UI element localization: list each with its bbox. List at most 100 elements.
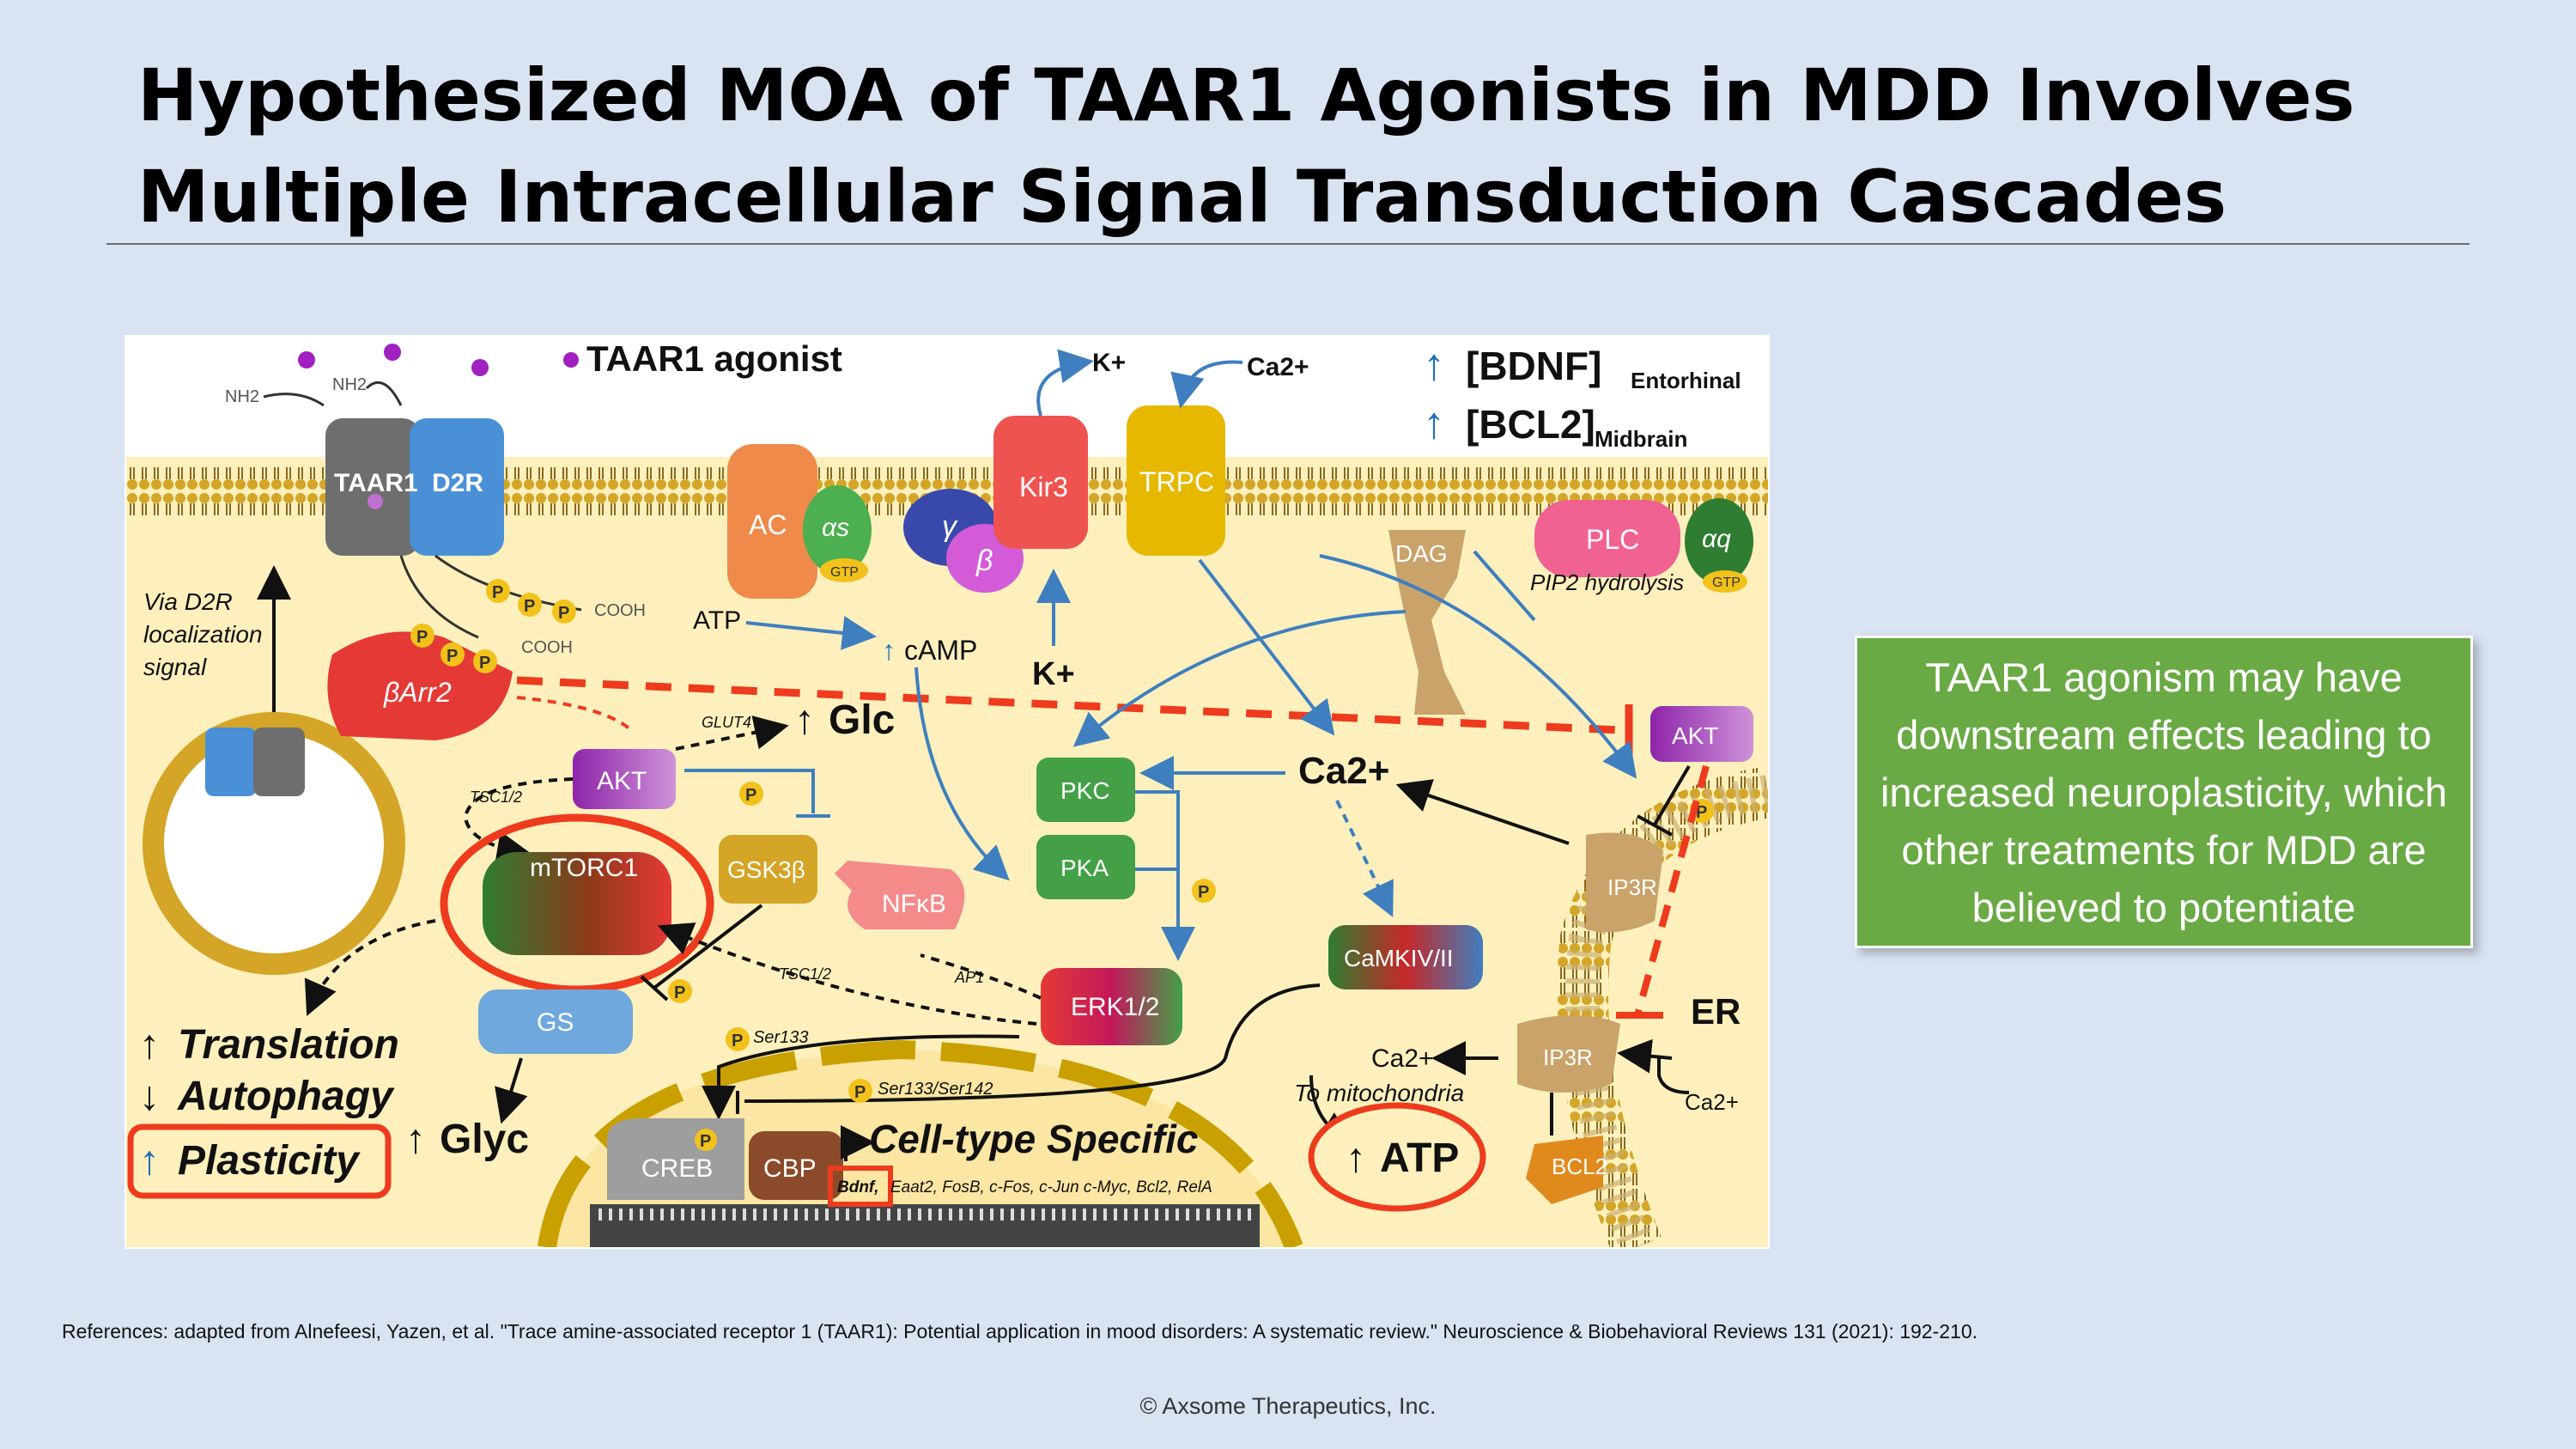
trpc-ca-arrow [1198,558,1335,736]
k-efflux-arrow [1036,349,1094,417]
bcl2-level: [BCL2] [1466,402,1595,447]
via-d2r-line-3: signal [143,654,207,680]
moa-diagram: TAAR1 agonist ↑ [BDNF] Entorhinal ↑ [BCL… [125,335,1770,1249]
creb-p: P [700,1132,711,1151]
dag-molecule [1388,530,1466,715]
beta-label: β [975,545,993,577]
plasticity-highlight [127,1123,392,1199]
atp-label: ATP [1380,1135,1459,1181]
k-plus-middle: K+ [1032,656,1075,692]
svg-text:P: P [479,654,490,673]
camp-up-arrow: ↑ [882,635,896,666]
svg-text:P: P [558,604,569,623]
cbp-label: CBP [763,1154,817,1183]
glut4-arrow [675,715,789,751]
bdnf-gene-highlight [828,1166,893,1207]
glut4-label: GLUT4 [702,714,751,731]
bound-agonist [368,494,383,509]
gsk3b [719,835,817,904]
er-ca-in-link [1657,1058,1690,1094]
references: References: adapted from Alnefeesi, Yaze… [62,1320,1978,1342]
bdnf-region: Entorhinal [1631,368,1741,393]
atp-highlight [1308,1102,1486,1212]
autophagy-label: Autophagy [177,1074,395,1119]
glyc-up-arrow: ↑ [405,1117,426,1162]
camp-pka-arrow [914,667,1010,881]
via-d2r-line-1: Via D2R [143,588,233,615]
g-alpha-q [1685,498,1753,584]
plc-dag-link [1473,550,1536,622]
glc-up-arrow: ↑ [794,697,815,743]
alpha-s-label: αs [822,514,849,542]
ser133-p: P [732,1032,743,1050]
atp-up-arrow: ↑ [1346,1135,1366,1181]
kir3-label: Kir3 [1019,472,1068,502]
to-mitochondria: To mitochondria [1294,1080,1464,1106]
ca-top: Ca2+ [1247,353,1309,381]
nh2-label-top: NH2 [332,375,367,394]
agonist-legend-dot [563,352,579,368]
erk-p-label: P [1198,883,1209,902]
d2r-label: D2R [432,469,483,497]
gsk3b-p-label: P [745,786,756,805]
akt-ip3r-inhibition [1653,764,1691,826]
ser133-phospho [726,1027,750,1051]
ac-label: AC [749,509,787,540]
alpha-q-label: αq [1702,525,1731,553]
barr2-label: βArr2 [383,677,452,708]
er-ca-in-arrow [1617,1038,1673,1074]
trpc-channel [1127,405,1225,556]
er-ca-release-arrow [1395,779,1570,845]
ca-influx-arrow [1170,360,1243,409]
bcl2-protein [1526,1135,1603,1204]
taar1-receptor [325,418,420,556]
glc-label: Glc [829,697,895,743]
ser133-142-p: P [854,1083,866,1102]
tsc12-upper: TSC1/2 [470,788,522,806]
gene-bdnf: Bdnf, [837,1178,879,1196]
ser133-142-label: Ser133/Ser142 [878,1080,993,1099]
creb-label: CREB [641,1154,713,1183]
akt-mtorc1-arrow [463,777,574,866]
autophagy-down-arrow: ↓ [139,1074,160,1119]
beta-arrestin-2 [327,631,513,740]
gs-glyc-arrow [495,1057,528,1124]
tsc12-lower: TSC1/2 [779,965,831,983]
gtp-alpha-q [1703,570,1747,593]
erk-label: ERK1/2 [1071,993,1159,1021]
agonist-molecule-2 [384,344,401,361]
nfkb [835,861,965,929]
gs-label: GS [537,1008,574,1037]
erk-mtorc1-arrow [657,922,1037,1026]
ap1-label: AP1 [954,969,984,986]
ser133-142-phospho [848,1079,872,1103]
glycogen-synthase [478,989,633,1054]
phospholipase-c [1534,500,1680,577]
gsk3b-gs-inhibition [653,904,763,989]
internalized-d2r [205,728,257,796]
signaling-pathway-figure: TAAR1 agonist ↑ [BDNF] Entorhinal ↑ [BCL… [126,337,1768,1247]
cooh-label-top: COOH [594,601,646,620]
dna-strand [590,1204,1260,1247]
plasticity-up-arrow: ↑ [139,1138,160,1184]
ip3r-inhibition-bar [1637,814,1673,837]
akt-right-label: AKT [1672,722,1718,749]
er-membrane-lipids [1565,775,1768,1247]
mtorc1-translation-arrow [304,919,436,1016]
ca-camk-arrow [1335,800,1394,917]
plasticity-label: Plasticity [178,1138,361,1184]
bcl2-region: Midbrain [1595,426,1687,452]
bcl2-label: BCL2 [1552,1154,1607,1179]
pkc-erk-arrow [1135,790,1195,961]
nfkb-label: NFκB [882,890,946,918]
ca-mito: Ca2+ [1371,1044,1434,1073]
ip3r-lower-label: IP3R [1543,1044,1593,1070]
d2r-receptor [410,418,504,556]
gs-inhibition-bar [640,975,669,1002]
gsk3b-label: GSK3β [727,856,805,883]
gtp-label-1: GTP [830,565,859,580]
creb-phospho [695,1129,717,1151]
adenylyl-cyclase [727,444,817,599]
ip3r-upper [1586,832,1663,933]
phospho-tags: P P P P P P [410,579,576,673]
